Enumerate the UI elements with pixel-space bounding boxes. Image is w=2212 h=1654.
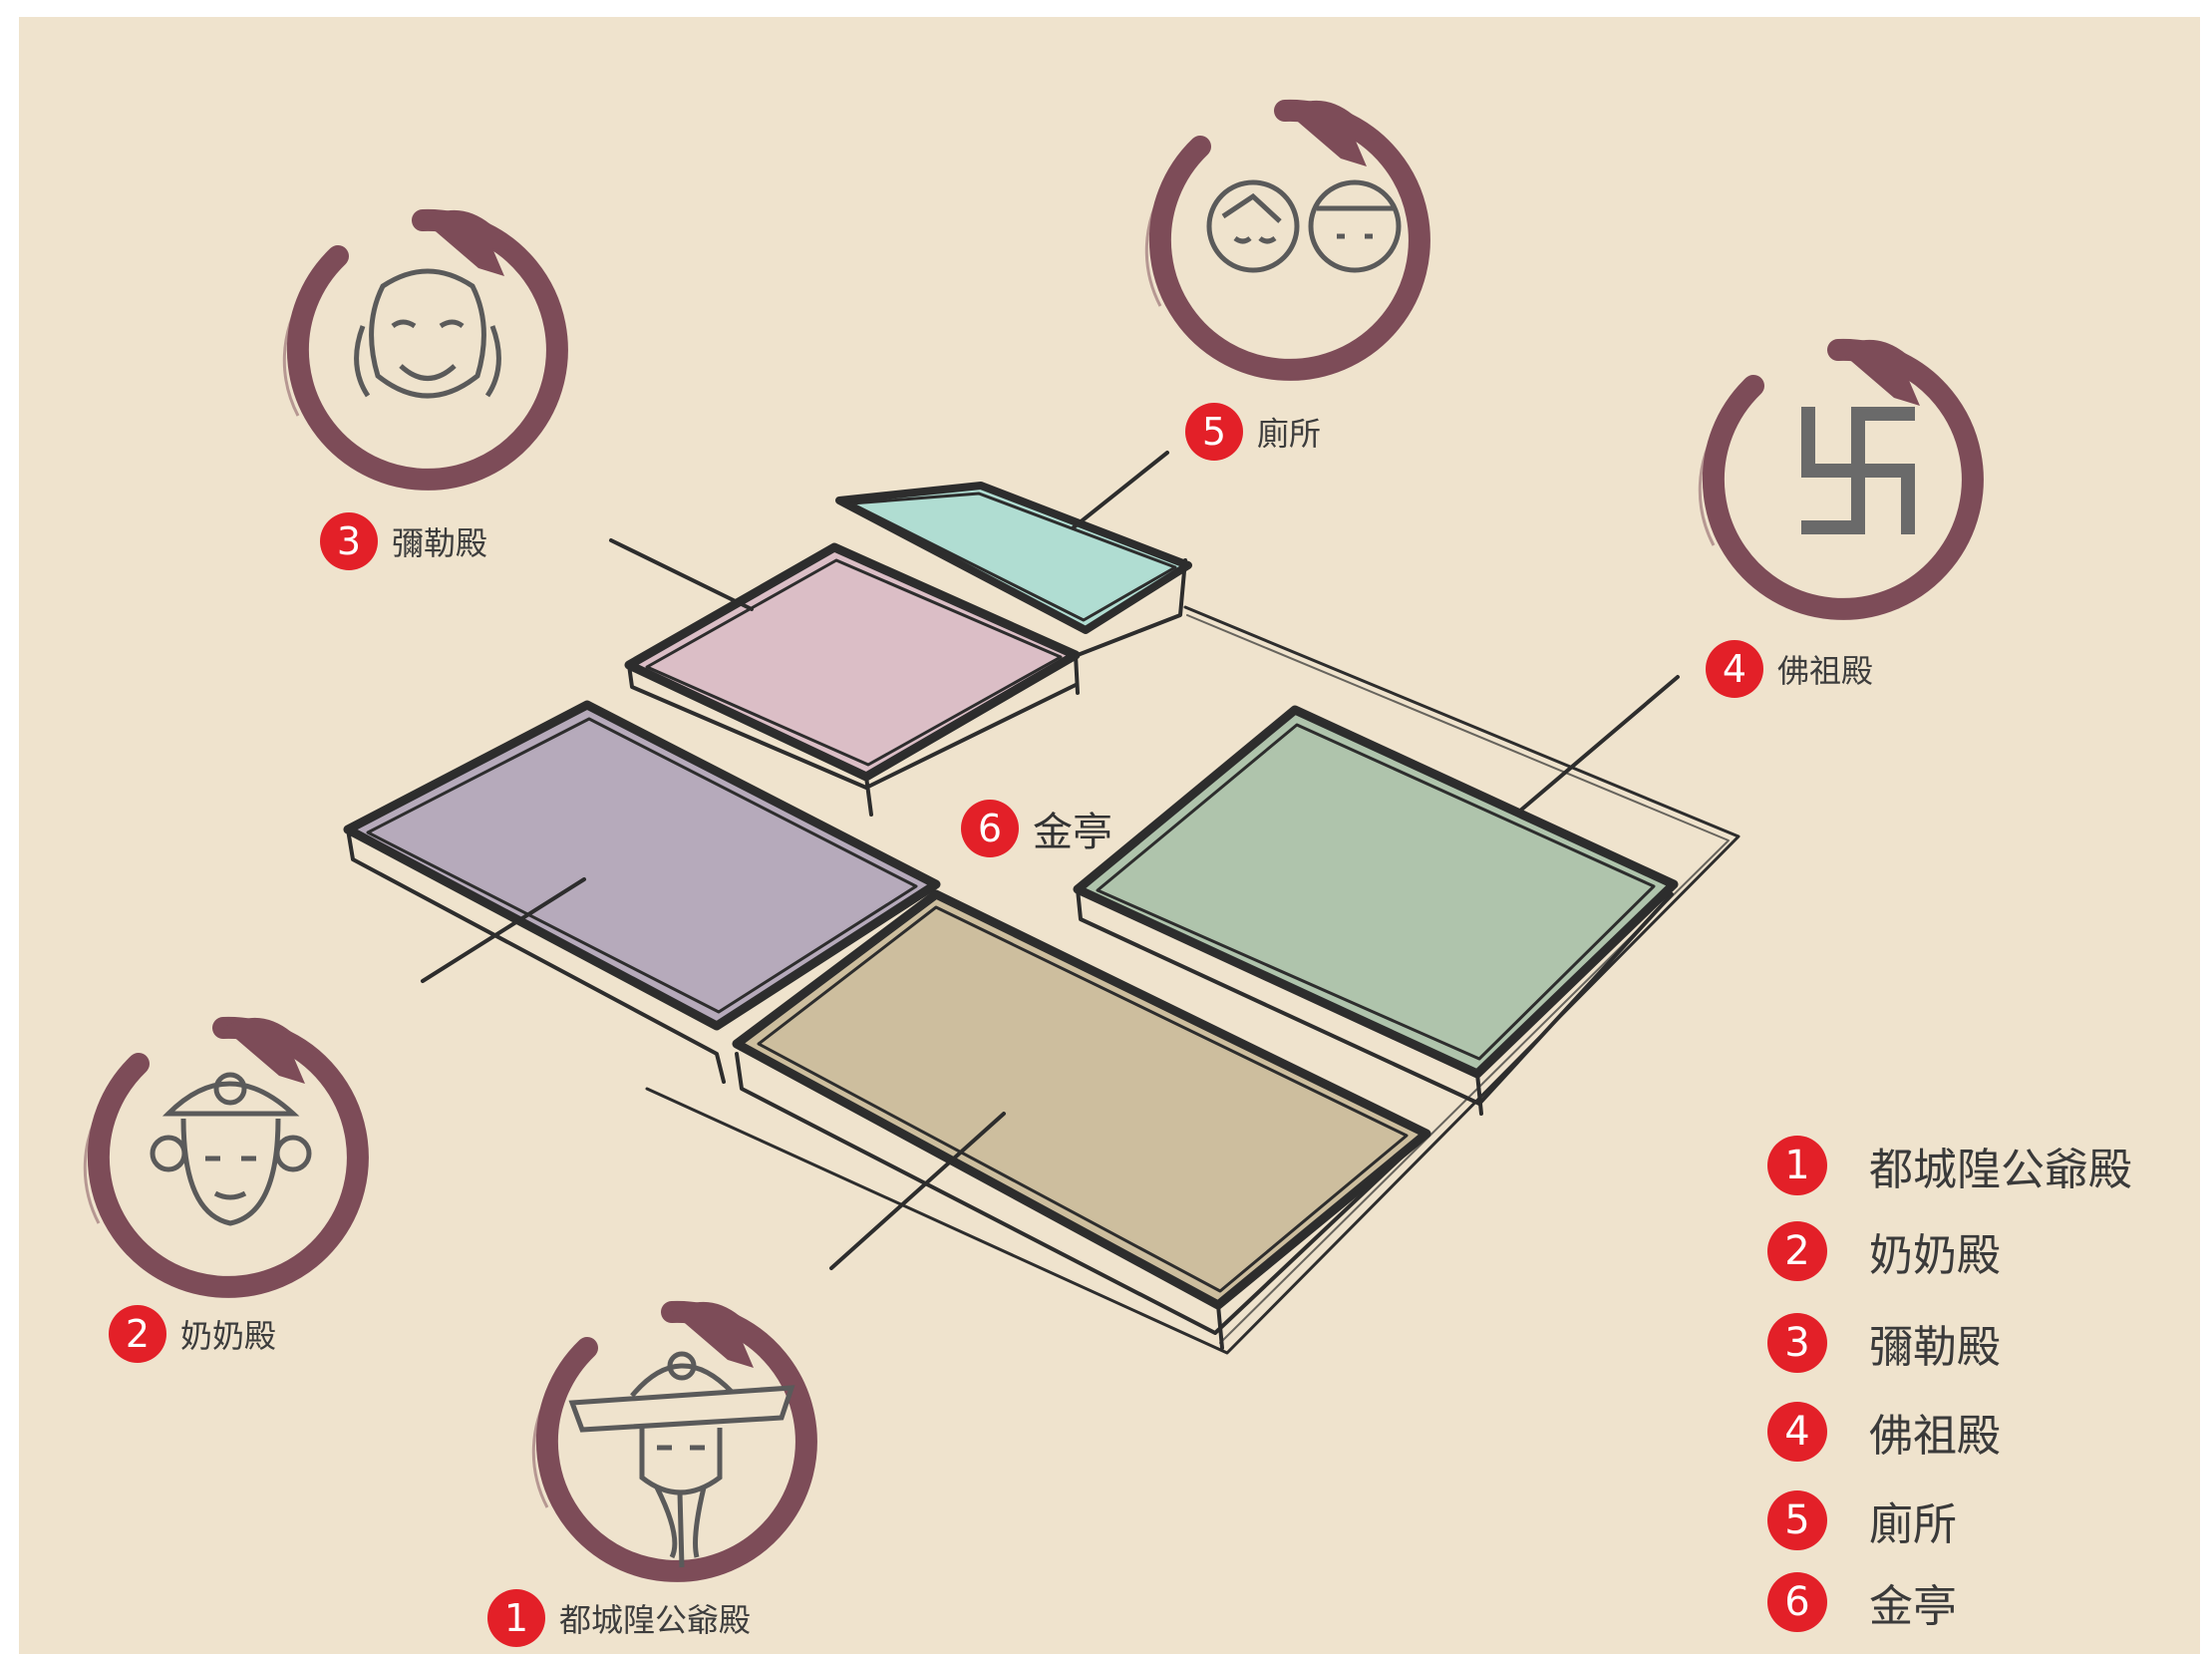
restroom-faces-icon — [1206, 179, 1402, 273]
legend-item: 6 金亭 — [1767, 1570, 1957, 1634]
marker-3: 3 彌勒殿 — [320, 510, 487, 572]
legend-item: 2 奶奶殿 — [1767, 1219, 2001, 1283]
legend-number: 4 — [1767, 1402, 1827, 1462]
marker-1: 1 都城隍公爺殿 — [487, 1587, 751, 1649]
marker-3-number: 3 — [320, 512, 378, 570]
marker-2-label: 奶奶殿 — [180, 1317, 277, 1355]
legend-label: 廁所 — [1869, 1499, 1957, 1550]
manji-symbol-icon — [1801, 407, 1915, 534]
legend-number: 6 — [1767, 1572, 1827, 1632]
hall-1-block — [732, 889, 1431, 1350]
marker-3-label: 彌勒殿 — [392, 524, 488, 562]
hall-1-floor — [737, 894, 1426, 1305]
leader-line-1 — [829, 1112, 1006, 1270]
marker-6: 6 金亭 — [961, 798, 1112, 859]
legend-label: 彌勒殿 — [1869, 1322, 2001, 1373]
hall-2-floor — [348, 705, 936, 1026]
temple-floor-plan — [343, 451, 1740, 1355]
marker-4: 4 佛祖殿 — [1706, 638, 1873, 700]
marker-2-number: 2 — [109, 1305, 166, 1363]
legend-item: 5 廁所 — [1767, 1489, 1957, 1552]
goddess-face-icon — [150, 1072, 312, 1226]
legend-item: 1 都城隍公爺殿 — [1767, 1134, 2132, 1197]
hall-4-emblem — [1659, 306, 2057, 645]
hall-1-emblem — [492, 1268, 891, 1607]
courtyard-outline-inner — [1186, 614, 1730, 1344]
legend-number: 1 — [1767, 1136, 1827, 1195]
marker-6-label: 金亭 — [1033, 810, 1112, 855]
leader-line-2 — [421, 877, 586, 983]
hall-2-block — [343, 700, 941, 1084]
courtyard-outline — [645, 605, 1740, 1355]
hall-2-emblem — [44, 984, 443, 1323]
hall-5-block — [835, 482, 1192, 657]
legend-item: 4 佛祖殿 — [1767, 1400, 2001, 1464]
marker-4-number: 4 — [1706, 640, 1763, 698]
hall-4-block — [1073, 705, 1679, 1116]
hall-3-emblem — [243, 176, 642, 515]
hall-5-floor — [839, 486, 1188, 630]
city-god-face-icon — [568, 1351, 795, 1568]
legend-number: 3 — [1767, 1313, 1827, 1373]
leader-line-3 — [609, 538, 754, 611]
leader-line-4 — [1517, 675, 1680, 814]
legend-label: 都城隍公爺殿 — [1869, 1145, 2132, 1195]
legend-label: 金亭 — [1869, 1581, 1957, 1632]
marker-5-label: 廁所 — [1257, 415, 1322, 453]
temple-map: 5 廁所 3 彌勒殿 4 佛祖殿 6 金亭 2 奶奶殿 1 都城隍公爺殿 1 都… — [19, 17, 2200, 1654]
legend-number: 2 — [1767, 1221, 1827, 1281]
legend-number: 5 — [1767, 1490, 1827, 1550]
leader-line-5 — [1072, 451, 1169, 529]
marker-4-label: 佛祖殿 — [1777, 652, 1874, 690]
hall-5-emblem — [1106, 67, 1504, 406]
laughing-buddha-face-icon — [354, 268, 501, 399]
legend-item: 3 彌勒殿 — [1767, 1311, 2001, 1375]
marker-5-number: 5 — [1185, 403, 1243, 461]
legend-label: 奶奶殿 — [1869, 1230, 2001, 1281]
hall-4-floor — [1078, 710, 1674, 1074]
marker-1-number: 1 — [487, 1589, 545, 1647]
marker-6-number: 6 — [961, 800, 1019, 857]
marker-2: 2 奶奶殿 — [109, 1303, 276, 1365]
marker-5: 5 廁所 — [1185, 401, 1321, 463]
marker-1-label: 都城隍公爺殿 — [559, 1601, 752, 1639]
legend-label: 佛祖殿 — [1869, 1411, 2001, 1462]
